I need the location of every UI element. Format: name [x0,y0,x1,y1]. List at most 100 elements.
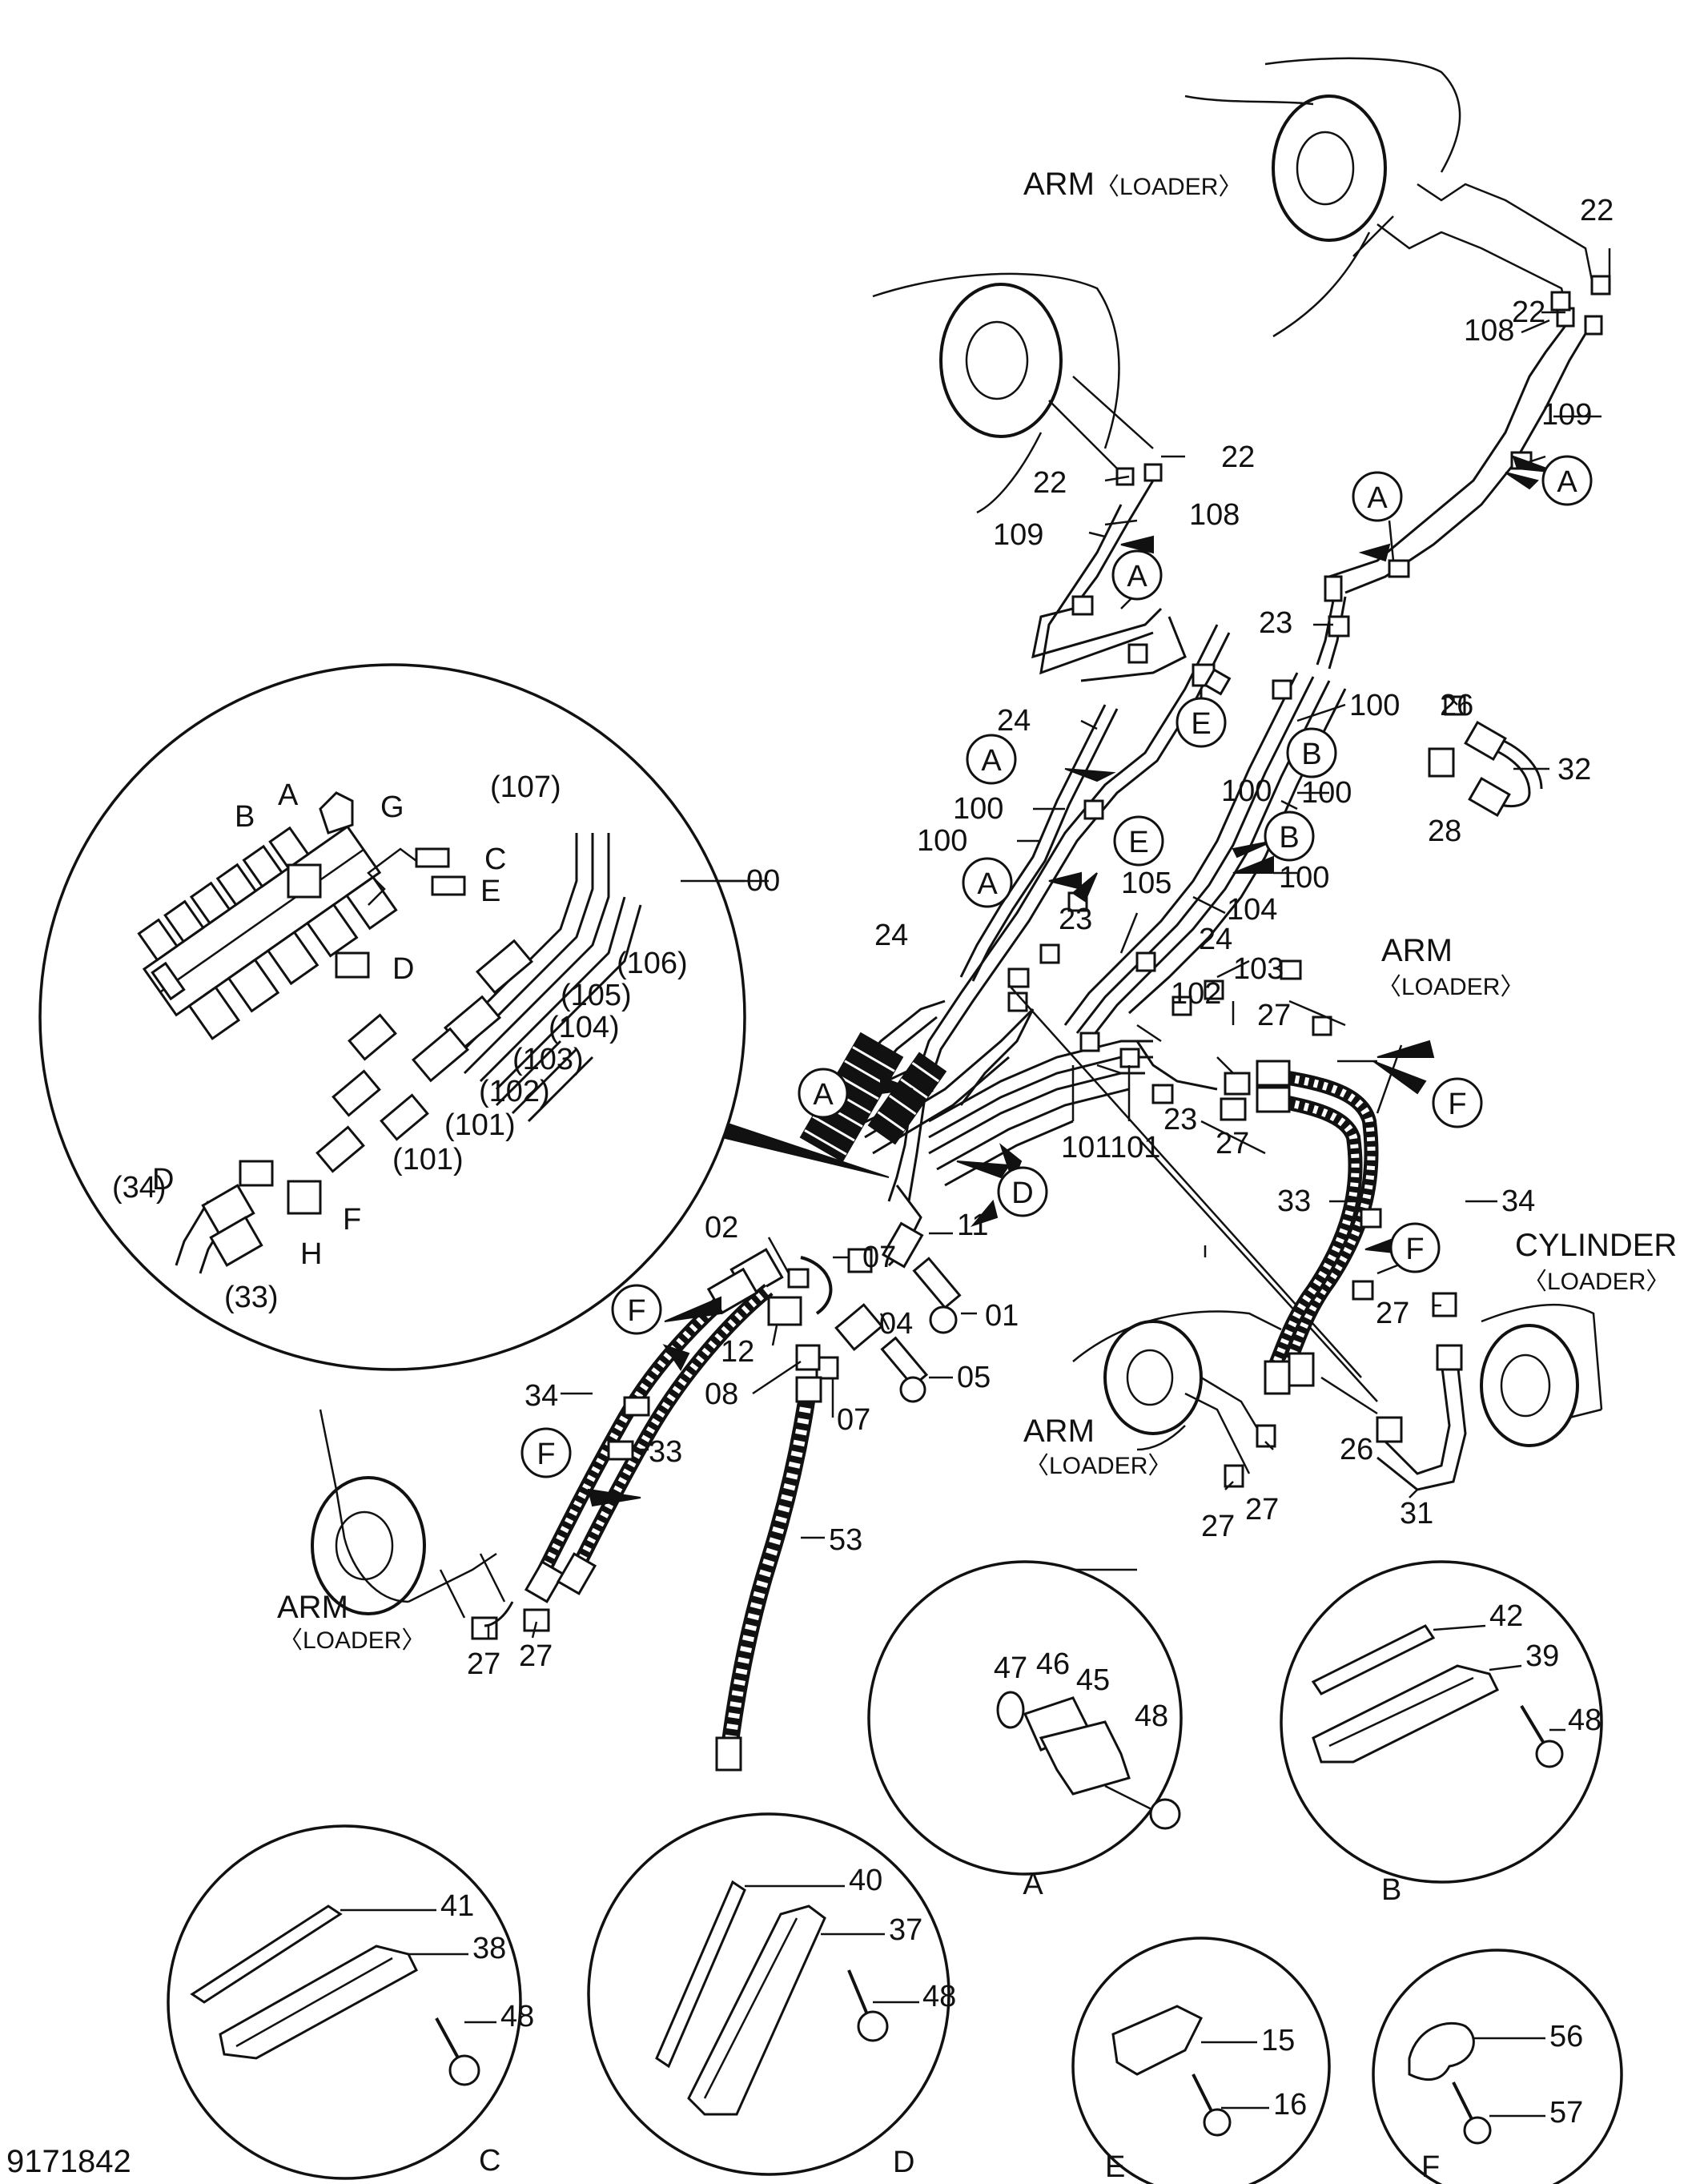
region-label-loader: 〈LOADER〉 [1523,1269,1670,1295]
detail-circle-D [587,1812,950,2176]
part-number: 102 [1171,977,1221,1011]
part-number: 26 [1440,689,1473,722]
callout-A: A [1127,560,1147,593]
part-number: (101) [444,1108,516,1142]
part-number: 101 [1110,1131,1160,1164]
part-number: 108 [1464,314,1514,348]
hose-53 [715,1376,822,1772]
callout-F: F [537,1438,555,1471]
detail-letter-C: C [484,843,506,876]
part-number: 32 [1557,753,1591,786]
part-number: 39 [1525,1639,1559,1673]
part-number: (34) [112,1171,167,1205]
part-number: 103 [1233,952,1284,986]
part-number: (107) [490,770,561,804]
callout-A: A [1557,465,1577,499]
fitting-C [415,847,450,868]
part-number: 22 [1221,440,1255,474]
part-number: (105) [561,979,632,1012]
part-number: 27 [1245,1493,1279,1526]
region-label-arm: ARM [1381,933,1453,968]
part-number: 34 [524,1379,558,1413]
part-number: 22 [1580,194,1614,227]
part-number: 48 [500,2000,534,2033]
region-label-arm: ARM [1023,167,1095,202]
part-number: 27 [1376,1297,1409,1330]
fitting-07 [847,1248,873,1273]
detail-letter-D: D [392,952,414,986]
part-number: 48 [1135,1699,1168,1733]
fitting-E [431,875,466,896]
part-number: 23 [1163,1103,1197,1136]
part-number: 27 [467,1647,500,1681]
part-number: 33 [1277,1185,1311,1218]
part-number: 31 [1400,1497,1433,1530]
fitting-H [287,1180,322,1215]
part-number: 00 [746,864,780,898]
region-label-loader: 〈LOADER〉 [1025,1453,1171,1479]
callout-arrows [587,455,1558,1507]
detail-letter-D: D [152,1163,174,1197]
part-number: (103) [512,1043,584,1076]
part-number: 38 [472,1932,506,1965]
fitting-11 [881,1221,924,1269]
part-number: 27 [1201,1510,1235,1543]
detail-letter-G: G [380,790,404,824]
part-number: 40 [849,1864,882,1897]
block-04 [834,1303,884,1352]
fitting-A [287,863,322,899]
part-number: 37 [889,1913,922,1947]
part-number: 41 [440,1889,474,1923]
fitting-12 [767,1296,802,1326]
callout-A: A [813,1078,834,1112]
drawing-number: 9171842 [6,2144,131,2179]
part-number: (104) [549,1011,620,1044]
detail-circle-00 [38,663,746,1371]
part-number: 02 [705,1211,738,1245]
callout-B: B [1301,738,1321,771]
part-number: 34 [1501,1185,1535,1218]
part-number: 48 [1568,1703,1602,1737]
part-number: 26 [1340,1433,1373,1466]
detail-circle-B [1280,1560,1603,1884]
region-label-cylinder: CYLINDER [1515,1228,1677,1263]
part-number: 48 [922,1980,956,2013]
part-number: 08 [705,1378,738,1411]
part-number: 56 [1549,2020,1583,2053]
callout-A: A [981,744,1002,778]
part-number: 100 [1301,776,1352,810]
part-number: 24 [874,919,908,952]
part-number: 53 [829,1523,862,1557]
region-label-loader: 〈LOADER〉 [279,1627,425,1654]
arm-loader-top-right-drawing [1184,57,1611,670]
detail-letter-E: E [480,875,500,908]
detail-circle-C [167,1824,522,2180]
part-number: 22 [1512,296,1545,329]
part-number: 104 [1227,893,1277,927]
detail-caption-B: B [1381,1873,1401,1907]
part-number: 33 [649,1435,682,1469]
callout-A: A [977,867,998,901]
callout-A: A [1367,481,1388,515]
detail-caption-C: C [479,2144,500,2178]
part-number: 24 [1199,923,1232,956]
detail-circle-A [867,1560,1183,1876]
part-number: 24 [997,704,1031,738]
part-number: 100 [1279,861,1329,895]
part-number: 100 [953,792,1003,826]
arm-loader-lower-mid-drawing [1072,1310,1282,1488]
region-label-loader: 〈LOADER〉 [1377,974,1524,1000]
part-number: 27 [519,1639,553,1673]
part-number: 07 [837,1403,870,1437]
part-number: 16 [1273,2088,1307,2122]
callout-D: D [1011,1176,1033,1210]
region-label-loader: 〈LOADER〉 [1095,174,1242,200]
part-number: 105 [1121,867,1171,900]
detail-caption-D: D [893,2146,914,2179]
detail-letter-A: A [278,778,299,812]
detail-letter-B: B [235,800,255,834]
region-label-arm: ARM [1023,1414,1095,1449]
part-number: 109 [1541,398,1592,432]
part-number: 23 [1059,903,1092,936]
